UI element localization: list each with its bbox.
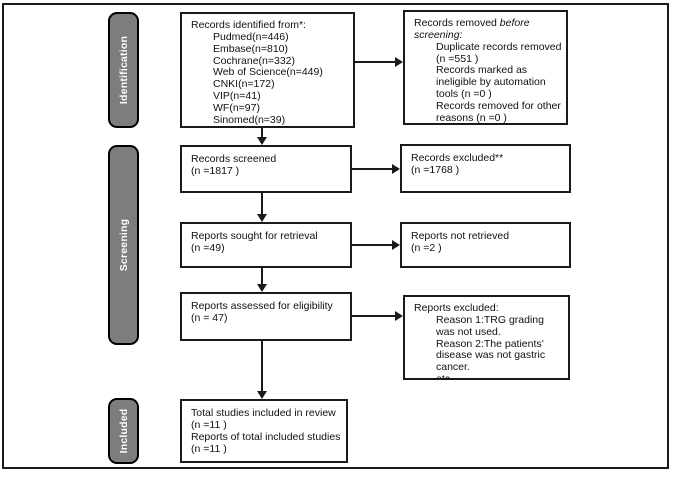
connector-assessed-to-reports-excluded bbox=[352, 315, 395, 317]
box-records-excluded-line2: (n =1768 ) bbox=[411, 163, 460, 176]
arrowhead-right-4 bbox=[395, 311, 403, 321]
list-item: etc. bbox=[436, 373, 453, 380]
stage-screening: Screening bbox=[108, 145, 139, 345]
box-reports-not-retrieved-line2: (n =2 ) bbox=[411, 241, 442, 254]
list-item: Duplicate records removed (n =551 ) bbox=[436, 40, 562, 65]
list-item: Records marked as ineligible by automati… bbox=[436, 64, 546, 101]
list-item: Reason 2:The patients’ disease was not g… bbox=[436, 337, 546, 374]
box-studies-included-line1: Total studies included in review bbox=[191, 407, 336, 419]
stage-screening-label: Screening bbox=[117, 218, 130, 272]
box-records-excluded-line1: Records excluded** bbox=[411, 152, 504, 164]
list-item: Sinomed(n=39) bbox=[213, 113, 286, 126]
box-reports-assessed-line2: (n = 47) bbox=[191, 311, 228, 324]
list-item: Records removed for other reasons (n =0 … bbox=[436, 100, 561, 124]
stage-identification: Identification bbox=[108, 12, 139, 128]
box-reports-sought-line2: (n =49) bbox=[191, 241, 225, 254]
box-studies-included-line2: (n =11 ) bbox=[191, 418, 227, 431]
list-item: Web of Science(n=449) bbox=[213, 66, 323, 79]
box-reports-assessed-line1: Reports assessed for eligibility bbox=[191, 300, 333, 312]
stage-identification-label: Identification bbox=[117, 35, 130, 105]
list-item: WF(n=97) bbox=[213, 102, 260, 115]
box-records-screened-line2: (n =1817 ) bbox=[191, 164, 240, 177]
box-reports-sought: Reports sought for retrieval (n =49) bbox=[180, 222, 352, 268]
list-item: Cochrane(n=332) bbox=[213, 54, 296, 67]
arrowhead-down-1 bbox=[257, 137, 267, 145]
box-reports-excluded: Reports excluded: Reason 1:TRG grading w… bbox=[403, 295, 570, 380]
connector-screened-to-excluded bbox=[352, 168, 392, 170]
arrowhead-right-2 bbox=[392, 164, 400, 174]
box-records-screened: Records screened (n =1817 ) bbox=[180, 145, 352, 193]
box-records-removed-list: Duplicate records removed (n =551 )Recor… bbox=[414, 40, 562, 124]
box-records-identified: Records identified from*: Pudmed(n=446)E… bbox=[180, 12, 355, 128]
arrowhead-down-3 bbox=[257, 284, 267, 292]
arrowhead-right-1 bbox=[395, 57, 403, 67]
connector-screened-to-sought bbox=[261, 193, 263, 214]
connector-identified-to-screened bbox=[261, 128, 263, 138]
box-reports-not-retrieved: Reports not retrieved (n =2 ) bbox=[400, 222, 571, 268]
box-studies-included-line4: (n =11 ) bbox=[191, 442, 227, 455]
box-reports-excluded-title: Reports excluded: bbox=[414, 302, 499, 314]
list-item: CNKI(n=172) bbox=[213, 78, 275, 91]
connector-assessed-to-included bbox=[261, 341, 263, 391]
figure-border bbox=[2, 3, 669, 469]
box-records-removed: Records removed before screening: Duplic… bbox=[403, 10, 568, 125]
box-reports-not-retrieved-line1: Reports not retrieved bbox=[411, 230, 510, 242]
box-studies-included-line3: Reports of total included studies bbox=[191, 430, 341, 443]
box-reports-assessed: Reports assessed for eligibility (n = 47… bbox=[180, 292, 352, 341]
box-records-screened-line1: Records screened bbox=[191, 153, 277, 165]
stage-included: Included bbox=[108, 398, 139, 464]
connector-identified-to-removed bbox=[355, 61, 395, 63]
stage-included-label: Included bbox=[117, 408, 130, 454]
list-item: Pudmed(n=446) bbox=[213, 30, 289, 43]
box-records-removed-title: Records removed before screening: bbox=[414, 17, 530, 41]
connector-sought-to-not-retrieved bbox=[352, 244, 392, 246]
box-reports-excluded-list: Reason 1:TRG grading was not used.Reason… bbox=[414, 313, 564, 380]
arrowhead-down-2 bbox=[257, 214, 267, 222]
list-item: VIP(n=41) bbox=[213, 90, 261, 103]
list-item: Reason 1:TRG grading was not used. bbox=[436, 313, 544, 338]
connector-sought-to-assessed bbox=[261, 268, 263, 284]
box-reports-sought-line1: Reports sought for retrieval bbox=[191, 230, 318, 242]
box-records-identified-list: Pudmed(n=446)Embase(n=810)Cochrane(n=332… bbox=[191, 30, 349, 126]
box-records-identified-title: Records identified from*: bbox=[191, 19, 306, 31]
box-records-excluded: Records excluded** (n =1768 ) bbox=[400, 144, 571, 193]
list-item: Embase(n=810) bbox=[213, 42, 289, 55]
arrowhead-right-3 bbox=[392, 240, 400, 250]
box-studies-included: Total studies included in review (n =11 … bbox=[180, 399, 348, 463]
arrowhead-down-4 bbox=[257, 391, 267, 399]
